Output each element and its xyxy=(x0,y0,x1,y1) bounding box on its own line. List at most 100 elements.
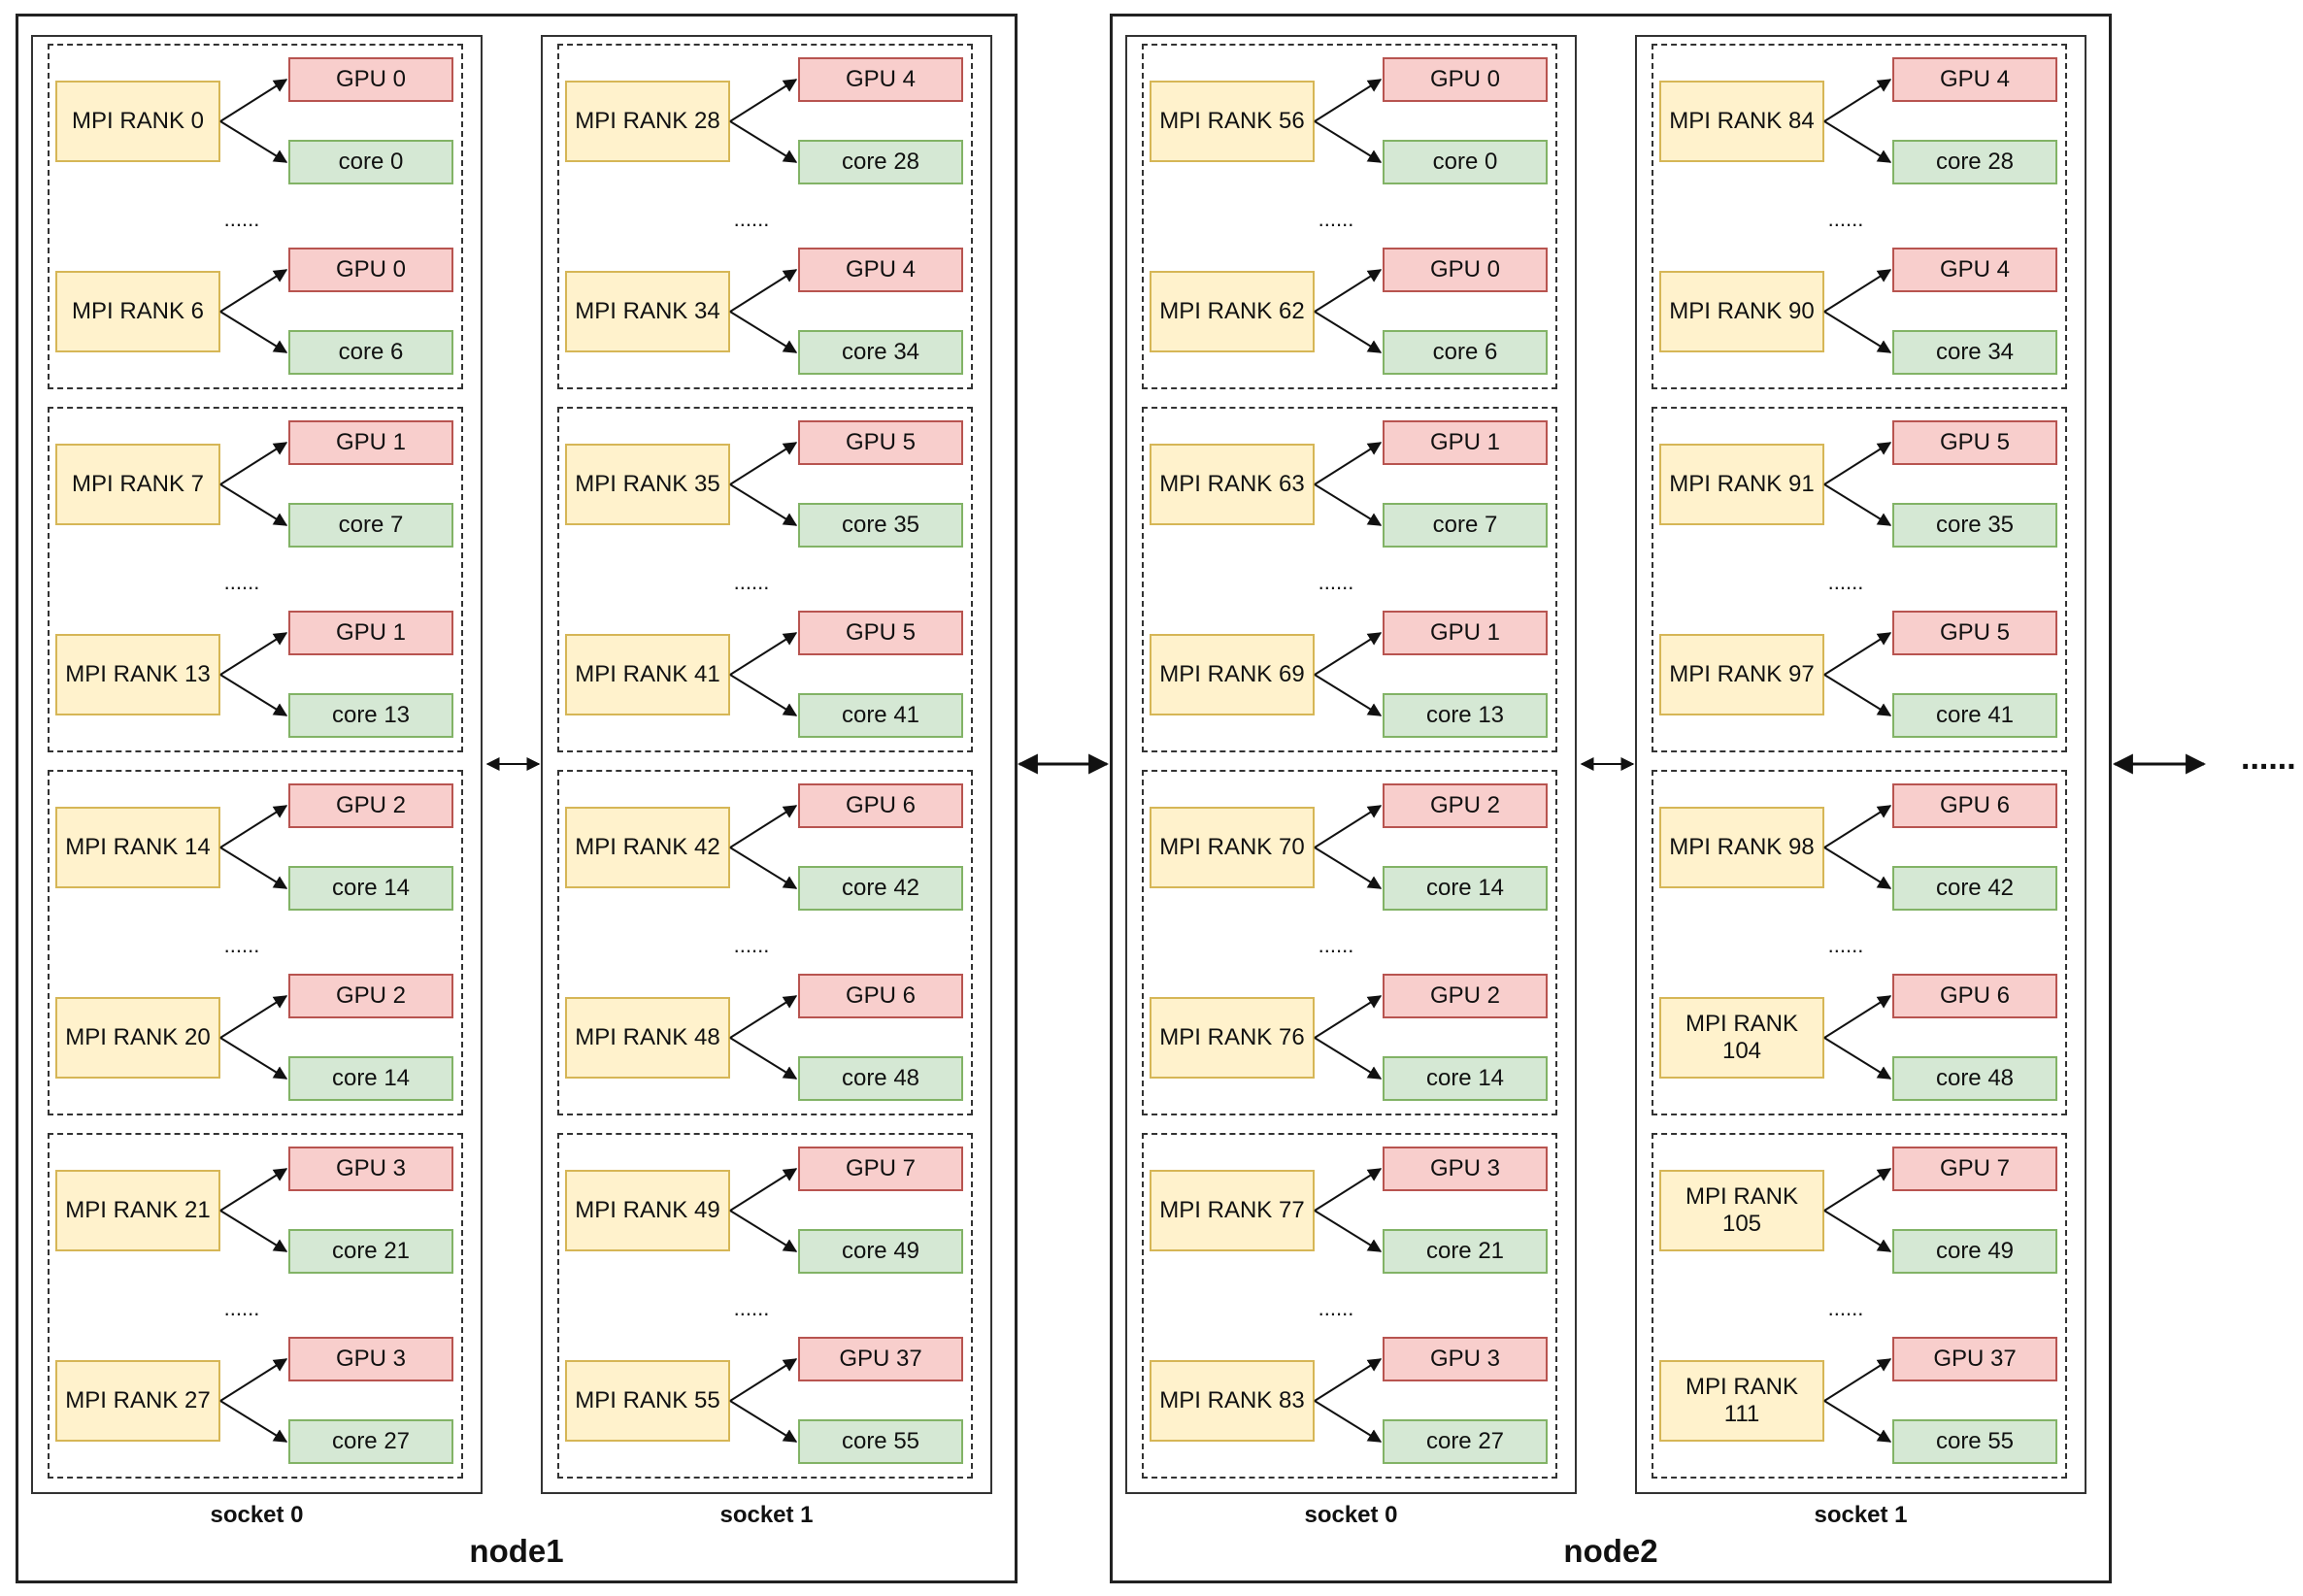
core-box: core 6 xyxy=(1383,330,1548,375)
socket-box xyxy=(541,35,992,1494)
ellipsis: ...... xyxy=(1827,207,1864,231)
gpu-box: GPU 1 xyxy=(288,611,453,655)
core-box: core 35 xyxy=(798,503,963,548)
gpu-group xyxy=(1142,407,1557,752)
mpi-rank-box: MPI RANK 97 xyxy=(1659,634,1824,715)
ellipsis: ...... xyxy=(1827,933,1864,957)
core-box: core 14 xyxy=(1383,1056,1548,1101)
mpi-rank-box: MPI RANK 34 xyxy=(565,271,730,352)
gpu-group xyxy=(48,407,463,752)
mpi-rank-box: MPI RANK 14 xyxy=(55,807,220,888)
ellipsis: ...... xyxy=(1827,570,1864,594)
gpu-group xyxy=(48,44,463,389)
core-box: core 14 xyxy=(288,1056,453,1101)
gpu-group xyxy=(557,44,973,389)
mpi-rank-box: MPI RANK 49 xyxy=(565,1170,730,1251)
gpu-group xyxy=(1142,44,1557,389)
core-box: core 55 xyxy=(798,1419,963,1464)
socket-box xyxy=(1125,35,1577,1494)
gpu-box: GPU 3 xyxy=(288,1337,453,1381)
gpu-box: GPU 0 xyxy=(1383,57,1548,102)
core-box: core 49 xyxy=(1892,1229,2057,1274)
gpu-group xyxy=(1652,1133,2067,1479)
gpu-box: GPU 0 xyxy=(1383,248,1548,292)
ellipsis: ...... xyxy=(223,207,260,231)
core-box: core 13 xyxy=(288,693,453,738)
core-box: core 42 xyxy=(1892,866,2057,911)
core-box: core 0 xyxy=(288,140,453,184)
gpu-group xyxy=(48,770,463,1115)
mpi-rank-box: MPI RANK 90 xyxy=(1659,271,1824,352)
gpu-box: GPU 1 xyxy=(1383,420,1548,465)
gpu-box: GPU 0 xyxy=(288,248,453,292)
core-box: core 21 xyxy=(1383,1229,1548,1274)
core-box: core 42 xyxy=(798,866,963,911)
socket-label: socket 1 xyxy=(719,1502,814,1528)
gpu-box: GPU 5 xyxy=(1892,611,2057,655)
ellipsis: ...... xyxy=(223,933,260,957)
mpi-rank-box: MPI RANK 69 xyxy=(1150,634,1315,715)
mpi-rank-box: MPI RANK 56 xyxy=(1150,81,1315,162)
socket-box xyxy=(1635,35,2086,1494)
mpi-rank-box: MPI RANK 83 xyxy=(1150,1360,1315,1442)
gpu-group xyxy=(1652,770,2067,1115)
gpu-group xyxy=(1142,770,1557,1115)
mpi-rank-box: MPI RANK 48 xyxy=(565,997,730,1079)
gpu-box: GPU 1 xyxy=(1383,611,1548,655)
mpi-rank-box: MPI RANK 76 xyxy=(1150,997,1315,1079)
core-box: core 14 xyxy=(288,866,453,911)
core-box: core 49 xyxy=(798,1229,963,1274)
gpu-box: GPU 7 xyxy=(798,1147,963,1191)
core-box: core 34 xyxy=(798,330,963,375)
mpi-rank-box: MPI RANK 70 xyxy=(1150,807,1315,888)
core-box: core 48 xyxy=(1892,1056,2057,1101)
gpu-box: GPU 7 xyxy=(1892,1147,2057,1191)
gpu-box: GPU 37 xyxy=(1892,1337,2057,1381)
core-box: core 48 xyxy=(798,1056,963,1101)
node-label: node1 xyxy=(469,1533,564,1569)
mpi-rank-box: MPI RANK 91 xyxy=(1659,444,1824,525)
ellipsis: ...... xyxy=(1318,207,1354,231)
mpi-rank-box: MPI RANK 55 xyxy=(565,1360,730,1442)
gpu-box: GPU 2 xyxy=(288,974,453,1018)
ellipsis: ...... xyxy=(1318,1296,1354,1320)
trailing-ellipsis: ...... xyxy=(2241,740,2296,777)
gpu-box: GPU 37 xyxy=(798,1337,963,1381)
core-box: core 28 xyxy=(1892,140,2057,184)
core-box: core 41 xyxy=(1892,693,2057,738)
gpu-box: GPU 2 xyxy=(1383,974,1548,1018)
socket-label: socket 0 xyxy=(1304,1502,1398,1528)
mpi-rank-box: MPI RANK 84 xyxy=(1659,81,1824,162)
mpi-rank-box: MPI RANK 63 xyxy=(1150,444,1315,525)
mpi-rank-box: MPI RANK 35 xyxy=(565,444,730,525)
core-box: core 28 xyxy=(798,140,963,184)
core-box: core 6 xyxy=(288,330,453,375)
core-box: core 27 xyxy=(1383,1419,1548,1464)
ellipsis: ...... xyxy=(1827,1296,1864,1320)
gpu-box: GPU 3 xyxy=(1383,1147,1548,1191)
ellipsis: ...... xyxy=(1318,933,1354,957)
core-box: core 7 xyxy=(288,503,453,548)
core-box: core 35 xyxy=(1892,503,2057,548)
mpi-rank-box: MPI RANK 6 xyxy=(55,271,220,352)
gpu-box: GPU 5 xyxy=(1892,420,2057,465)
gpu-box: GPU 6 xyxy=(798,783,963,828)
core-box: core 41 xyxy=(798,693,963,738)
ellipsis: ...... xyxy=(733,570,770,594)
ellipsis: ...... xyxy=(733,933,770,957)
ellipsis: ...... xyxy=(1318,570,1354,594)
socket-label: socket 1 xyxy=(1814,1502,1908,1528)
core-box: core 34 xyxy=(1892,330,2057,375)
gpu-box: GPU 0 xyxy=(288,57,453,102)
core-box: core 21 xyxy=(288,1229,453,1274)
mpi-rank-box: MPI RANK 98 xyxy=(1659,807,1824,888)
core-box: core 27 xyxy=(288,1419,453,1464)
gpu-group xyxy=(557,407,973,752)
mpi-rank-box: MPI RANK 104 xyxy=(1659,997,1824,1079)
gpu-box: GPU 4 xyxy=(1892,248,2057,292)
ellipsis: ...... xyxy=(733,1296,770,1320)
gpu-box: GPU 4 xyxy=(798,248,963,292)
socket-label: socket 0 xyxy=(210,1502,304,1528)
core-box: core 7 xyxy=(1383,503,1548,548)
